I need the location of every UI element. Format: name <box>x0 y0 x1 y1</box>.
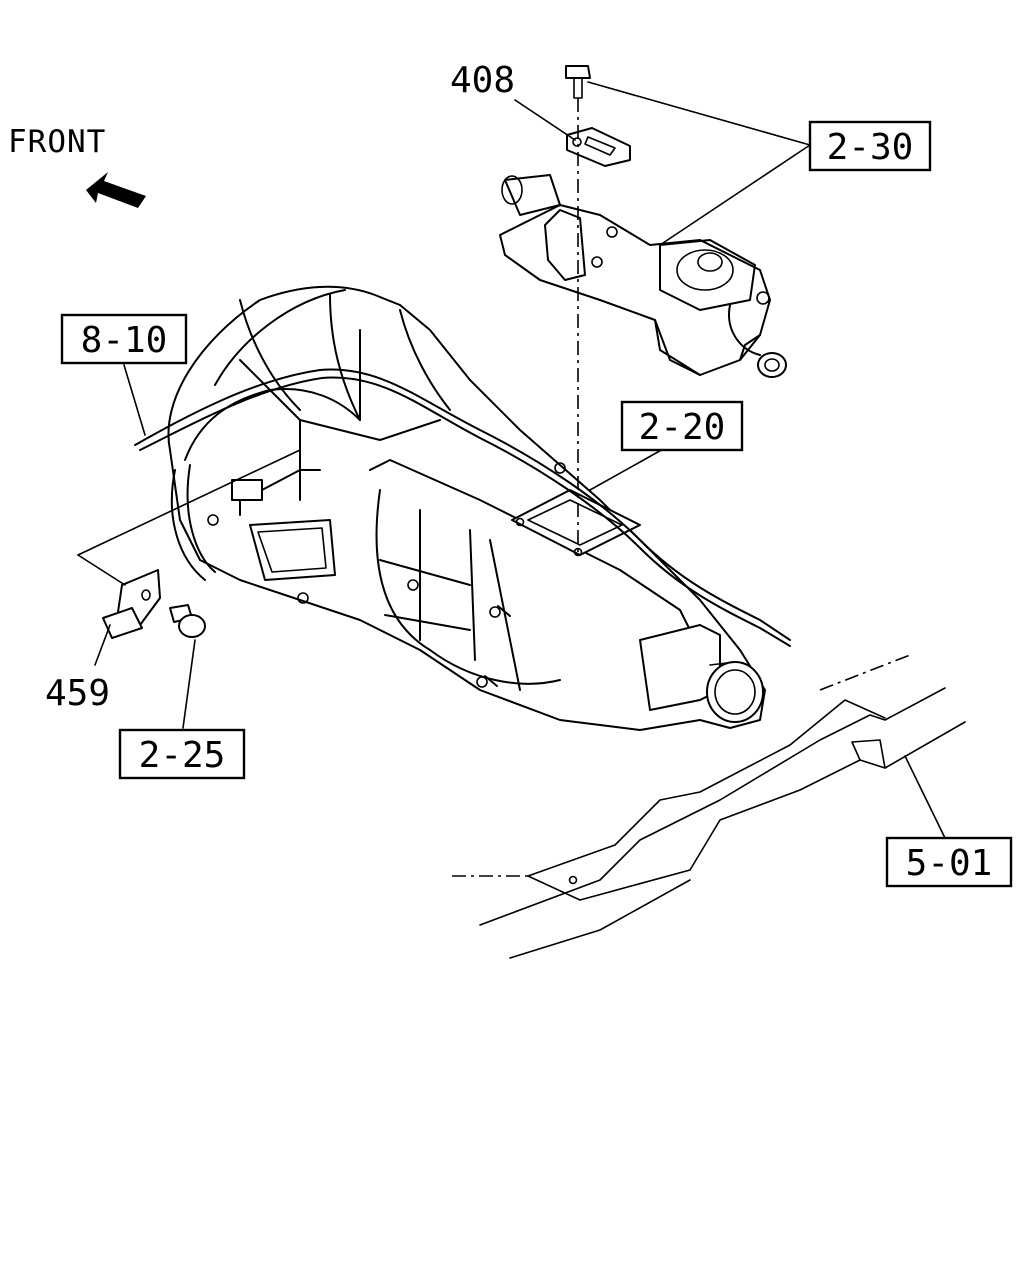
bolt-icon <box>565 65 591 99</box>
front-arrow-icon <box>86 172 146 208</box>
ref-2-30-box[interactable]: 2-30 <box>808 120 932 172</box>
ref-2-20-box[interactable]: 2-20 <box>620 400 744 452</box>
shift-tower <box>499 174 787 378</box>
front-label: FRONT <box>8 124 106 160</box>
bracket-459 <box>102 569 161 639</box>
ref-8-10-label: 8-10 <box>81 320 168 361</box>
part-459-label: 459 <box>45 673 110 714</box>
ref-2-30-label: 2-30 <box>827 127 914 168</box>
bolt-2-25-icon <box>169 604 206 638</box>
ref-2-25-box[interactable]: 2-25 <box>118 728 246 780</box>
ref-5-01-box[interactable]: 5-01 <box>885 836 1013 888</box>
wiring-harness <box>134 368 791 647</box>
part-408-label: 408 <box>450 60 515 101</box>
bracket-408 <box>566 127 631 167</box>
ref-2-20-label: 2-20 <box>639 407 726 448</box>
ref-2-25-label: 2-25 <box>139 735 226 776</box>
leader-lines <box>77 81 946 839</box>
ref-8-10-box[interactable]: 8-10 <box>60 313 188 365</box>
ref-5-01-label: 5-01 <box>906 843 993 884</box>
frame-rail <box>452 654 966 959</box>
